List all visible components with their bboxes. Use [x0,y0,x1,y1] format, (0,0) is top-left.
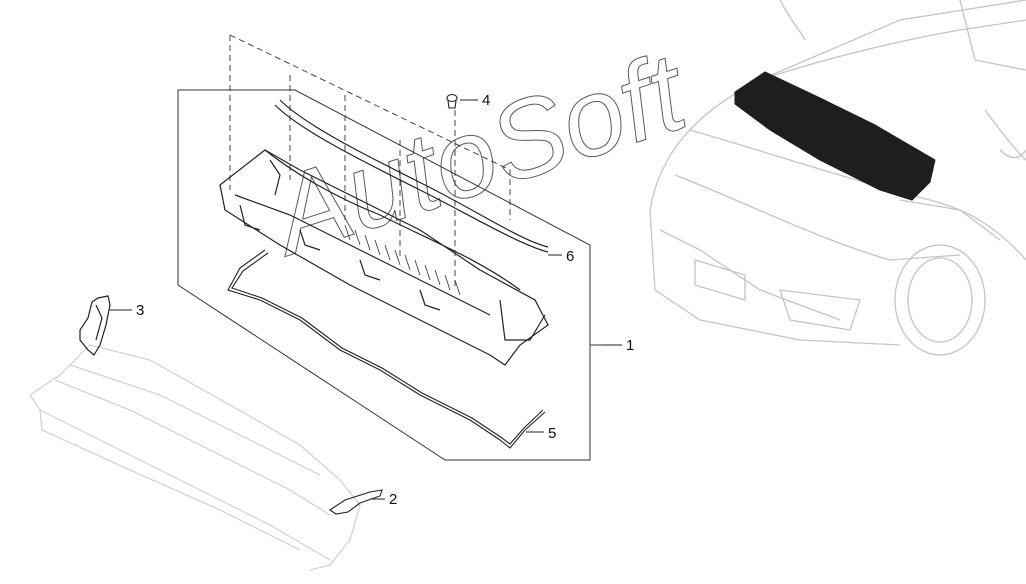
callout-5: 5 [548,425,556,442]
assembly-bracket [177,89,603,461]
vehicle-outline [649,0,1026,356]
part-side-bracket [79,295,111,356]
part-seal [227,249,546,449]
callout-4: 4 [482,92,490,109]
callout-1: 1 [626,337,634,354]
part-cowl-panel [219,149,549,366]
highlighted-cowl-panel [734,71,936,201]
part-clip [446,93,458,109]
callout-2: 2 [389,491,397,508]
cowl-grille [344,224,461,296]
ghost-cowl-context [29,344,361,571]
part-clip-plate [329,489,383,515]
callout-6: 6 [566,248,574,265]
leader-lines [110,99,622,500]
part-weatherstrip [274,99,549,253]
callout-labels: 1 2 3 4 5 6 [136,92,634,508]
callout-3: 3 [136,302,144,319]
